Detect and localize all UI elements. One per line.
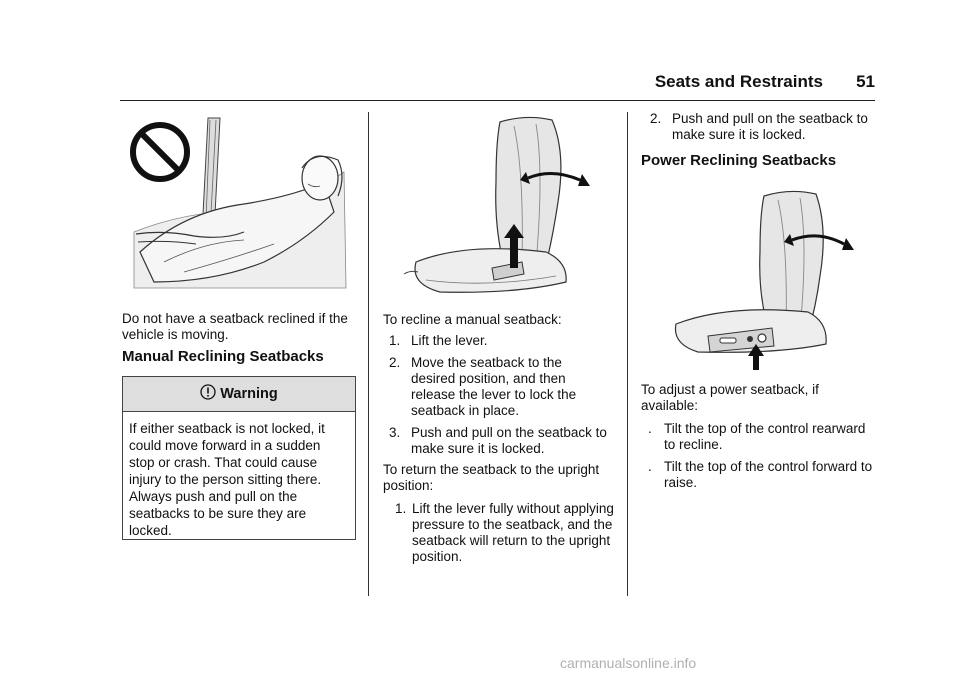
watermark: carmanualsonline.info (560, 655, 697, 671)
power-intro: To adjust a power seatback, if available… (641, 382, 819, 413)
column-divider-2 (627, 112, 628, 596)
bullet-text: Tilt the top of the control rearward to … (664, 421, 866, 452)
bullet-marker: . (648, 421, 652, 436)
caption-text: Do not have a seatback reclined if the v… (122, 311, 348, 342)
list-item: 1. Lift the lever fully without applying… (395, 501, 625, 565)
list-item: . Tilt the top of the control forward to… (648, 459, 876, 491)
page-header: Seats and Restraints 51 (120, 70, 875, 101)
section-title: Seats and Restraints (654, 72, 823, 91)
list-item: 2. Push and pull on the seatback to make… (650, 111, 876, 143)
warning-body: If either seatback is not locked, it cou… (129, 421, 325, 538)
list-item: 3. Push and pull on the seatback to make… (389, 425, 619, 457)
step-number: 1. (395, 501, 407, 516)
step-text: Move the seatback to the desired positio… (411, 355, 577, 418)
recline-intro: To recline a manual seatback: (383, 312, 562, 327)
step-number: 3. (389, 425, 401, 440)
page-number: 51 (856, 72, 875, 91)
step-text: Push and pull on the seatback to make su… (672, 111, 868, 142)
list-item: . Tilt the top of the control rearward t… (648, 421, 876, 453)
step-number: 1. (389, 333, 401, 348)
warning-icon (200, 384, 216, 400)
return-intro: To return the seatback to the upright po… (383, 462, 600, 493)
manual-seat-illustration (403, 116, 590, 293)
section-heading-manual: Manual Reclining Seatbacks (122, 348, 324, 365)
list-item: 2. Move the seatback to the desired posi… (389, 355, 619, 419)
warning-header: Warning (123, 377, 355, 412)
step-number: 2. (389, 355, 401, 370)
list-item: 1. Lift the lever. (389, 333, 619, 349)
warning-box: Warning If either seatback is not locked… (122, 376, 356, 540)
bullet-marker: . (648, 459, 652, 474)
warning-title: Warning (220, 386, 278, 402)
step-text: Lift the lever. (411, 333, 488, 348)
step-number: 2. (650, 111, 662, 126)
bullet-text: Tilt the top of the control forward to r… (664, 459, 873, 490)
step-text: Push and pull on the seatback to make su… (411, 425, 607, 456)
prohibition-icon (130, 122, 190, 182)
section-heading-power: Power Reclining Seatbacks (641, 152, 837, 169)
power-seat-illustration (674, 190, 854, 370)
reclined-passenger-illustration (130, 117, 347, 289)
step-text: Lift the lever fully without applying pr… (412, 501, 614, 564)
column-divider-1 (368, 112, 369, 596)
